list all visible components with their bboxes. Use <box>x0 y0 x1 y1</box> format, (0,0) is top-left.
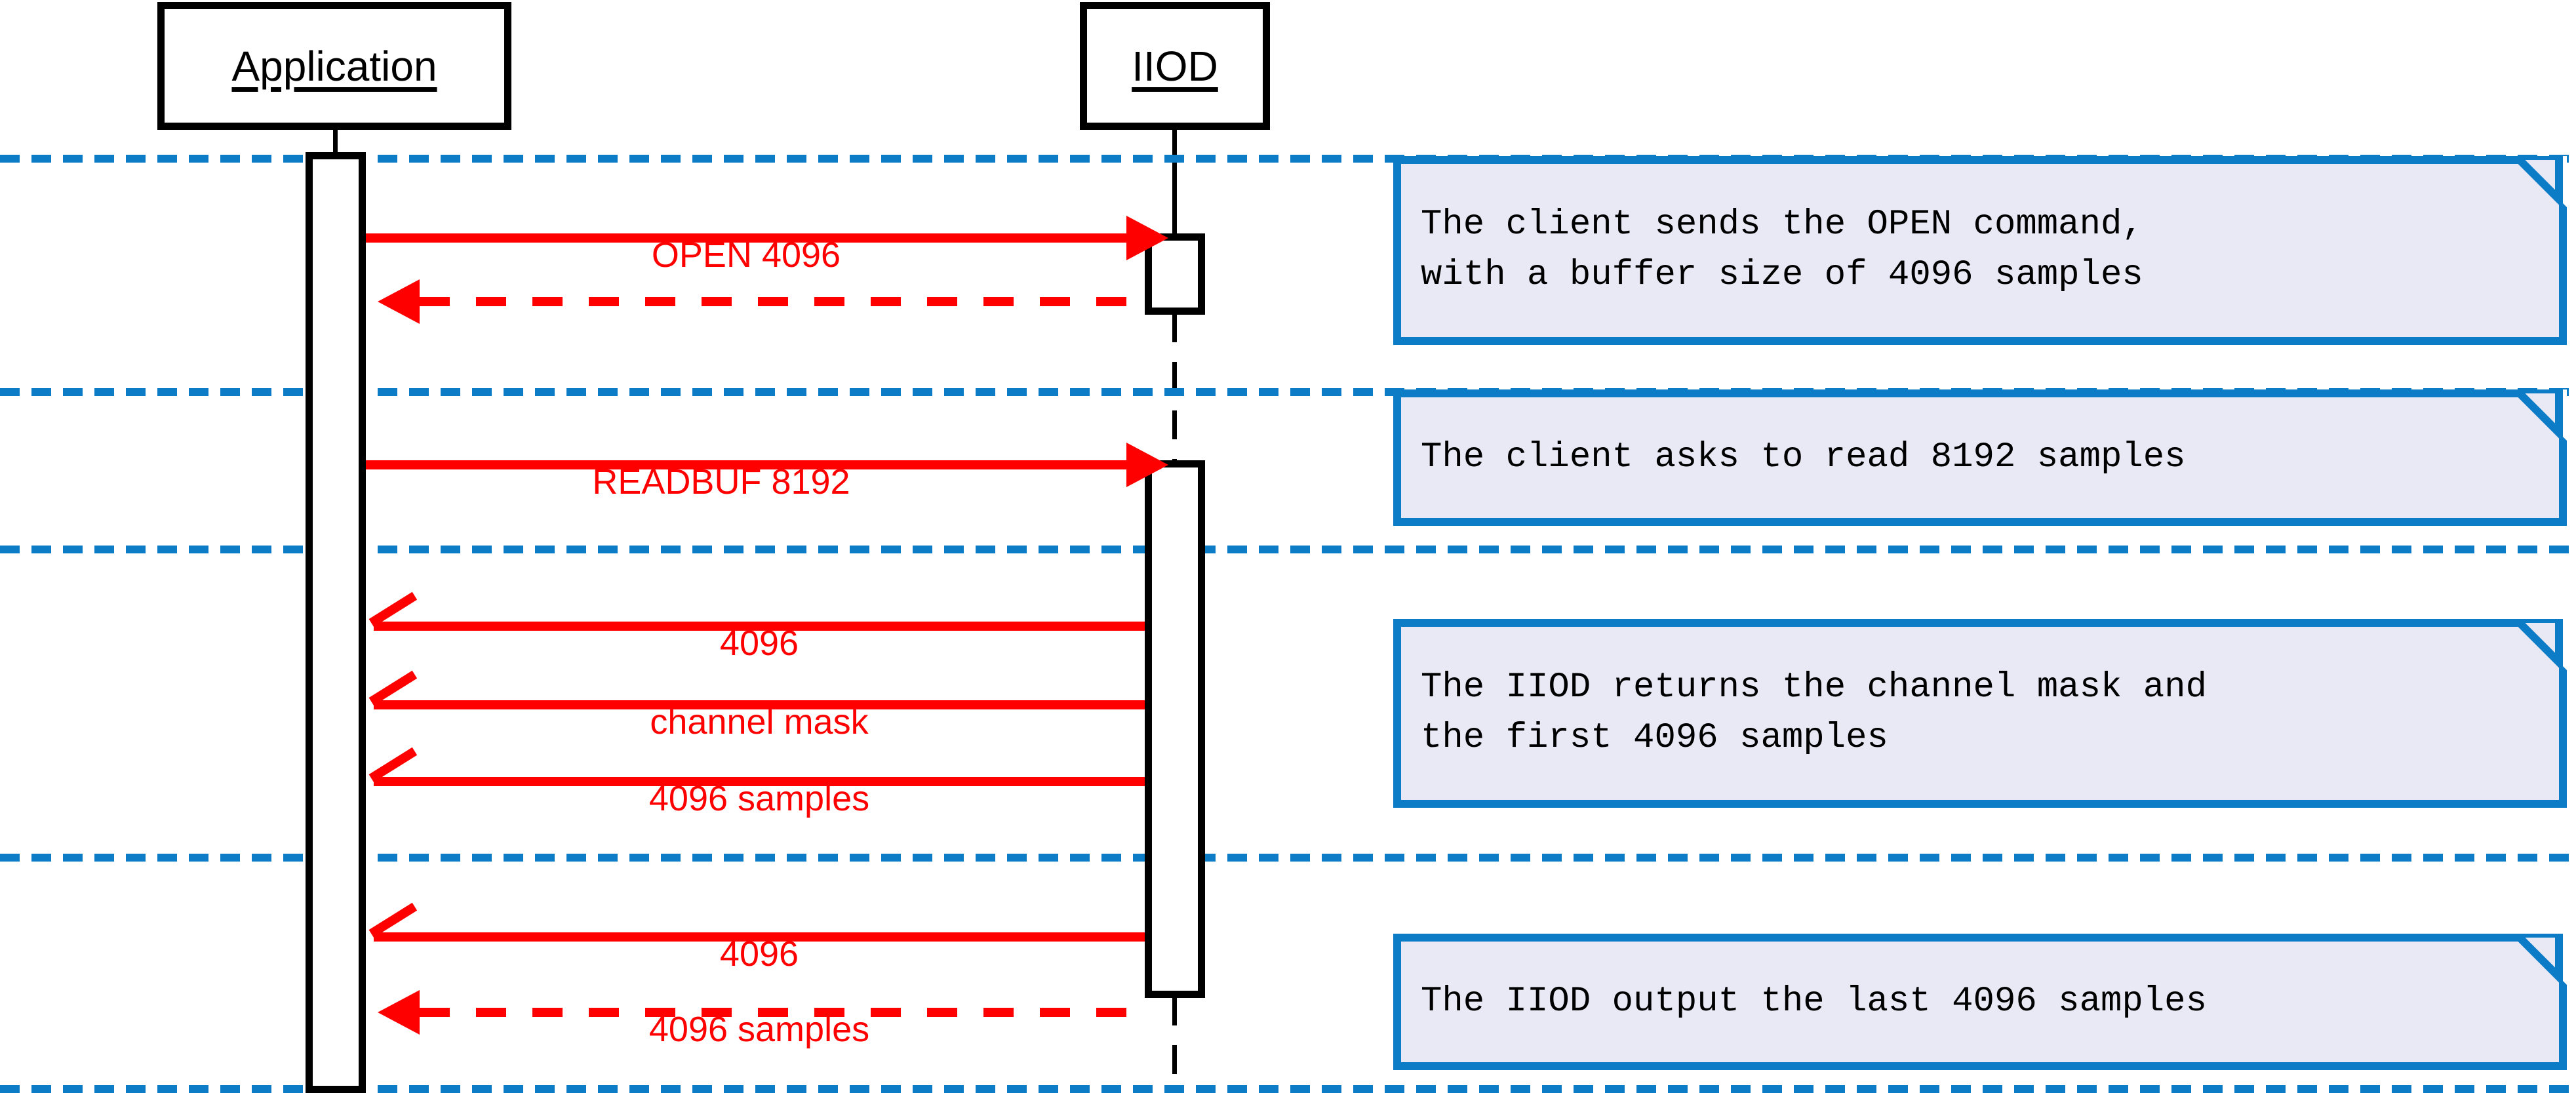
note-channel-mask-text: The IIOD returns the channel mask and th… <box>1421 667 2207 758</box>
message-line-return-4096-b <box>374 932 1145 942</box>
separator-line <box>0 1085 2576 1093</box>
message-label-return-4096-samples-b: 4096 samples <box>648 1010 870 1049</box>
lifeline-application <box>333 130 338 156</box>
participant-iiod[interactable]: IIOD <box>1080 2 1270 130</box>
note-last-text: The IIOD output the last 4096 samples <box>1421 981 2207 1022</box>
arrowhead-return-4096-b <box>374 911 417 938</box>
note-last: The IIOD output the last 4096 samples <box>1393 934 2567 1070</box>
arrowhead-open-reply <box>378 279 420 324</box>
note-fold-corner <box>2516 389 2567 441</box>
lifeline-iiod <box>1172 997 1177 1093</box>
note-open-text: The client sends the OPEN command, with … <box>1421 205 2143 295</box>
activation-bar-iiod-readbuf <box>1145 460 1205 998</box>
message-line-return-channel-mask <box>374 700 1145 709</box>
participant-application-label: Application <box>231 42 437 90</box>
message-line-return-4096-a <box>374 622 1145 631</box>
note-fold-corner <box>2516 934 2567 985</box>
message-label-return-4096-samples-a: 4096 samples <box>648 779 870 818</box>
lifeline-iiod <box>1172 130 1177 235</box>
message-line-open-reply <box>420 297 1145 306</box>
note-fold-corner <box>2516 156 2567 207</box>
message-label-return-channel-mask: channel mask <box>650 702 869 742</box>
message-line-return-4096-samples-b <box>420 1008 1145 1017</box>
note-open: The client sends the OPEN command, with … <box>1393 156 2567 345</box>
activation-bar-application <box>306 152 366 1093</box>
arrowhead-readbuf-8192 <box>1126 443 1168 487</box>
participant-iiod-label: IIOD <box>1132 42 1218 90</box>
note-channel-mask: The IIOD returns the channel mask and th… <box>1393 619 2567 808</box>
arrowhead-return-channel-mask <box>374 679 417 705</box>
message-label-return-4096-b: 4096 <box>719 934 799 974</box>
arrowhead-return-4096-samples-a <box>374 756 417 782</box>
arrowhead-open-4096 <box>1126 216 1168 260</box>
separator-line <box>0 546 2576 553</box>
participant-application[interactable]: Application <box>157 2 511 130</box>
note-readbuf-text: The client asks to read 8192 samples <box>1421 437 2186 477</box>
arrowhead-return-4096-samples-b <box>378 990 420 1035</box>
message-line-return-4096-samples-a <box>374 777 1145 786</box>
message-label-return-4096-a: 4096 <box>719 624 799 663</box>
separator-line <box>0 854 2576 862</box>
arrowhead-return-4096-a <box>374 601 417 627</box>
note-fold-corner <box>2516 619 2567 670</box>
lifeline-iiod <box>1172 313 1177 462</box>
message-line-open-4096 <box>366 233 1126 243</box>
message-label-readbuf-8192: READBUF 8192 <box>592 462 850 502</box>
note-readbuf: The client asks to read 8192 samples <box>1393 389 2567 526</box>
message-line-readbuf-8192 <box>366 460 1126 469</box>
message-label-open-4096: OPEN 4096 <box>651 235 841 275</box>
